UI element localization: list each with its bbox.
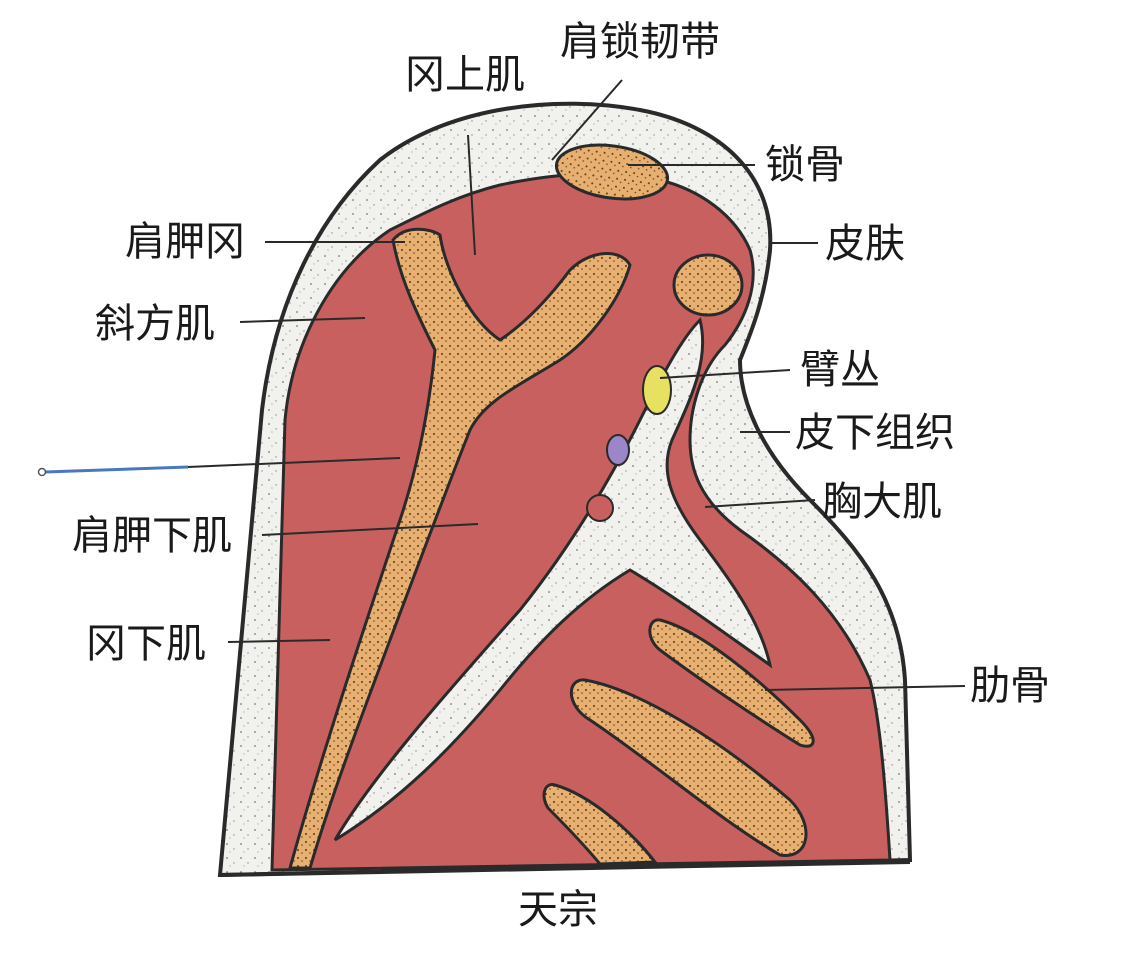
leader-xiong-da-ji — [704, 499, 816, 508]
pointer-dot — [37, 467, 47, 477]
label-xie-fang-ji: 斜方肌 — [95, 301, 215, 347]
humerus-bone — [672, 253, 744, 317]
label-suo-gu: 锁骨 — [765, 142, 845, 188]
label-jian-suo-ren-dai: 肩锁韧带 — [560, 19, 720, 65]
leader-lei-gu — [764, 685, 966, 691]
leader-jian-suo-ren-dai — [551, 79, 623, 161]
scapula-bone — [288, 227, 632, 870]
leader-xie-fang-ji — [239, 317, 366, 323]
label-jian-jia-gang: 肩胛冈 — [125, 219, 245, 265]
clavicle-bone — [554, 143, 670, 201]
label-xiong-da-ji: 胸大肌 — [822, 479, 942, 525]
rib-2 — [569, 678, 808, 857]
blue-pointer — [44, 465, 189, 474]
axilla-fat — [333, 317, 773, 842]
label-pi-fu: 皮肤 — [825, 221, 905, 267]
leader-gang-shang-ji — [467, 134, 476, 256]
label-lei-gu: 肋骨 — [970, 663, 1050, 709]
axillary-vein — [606, 434, 630, 466]
axillary-artery — [586, 494, 614, 522]
label-jian-jia-xia-ji: 肩胛下肌 — [72, 513, 232, 559]
label-pi-xia-zu-zhi: 皮下组织 — [795, 410, 955, 456]
label-gang-shang-ji: 冈上肌 — [405, 52, 525, 98]
label-bi-cong: 臂丛 — [800, 347, 880, 393]
rib-1 — [648, 618, 815, 748]
leader-gang-xia-ji — [227, 639, 331, 643]
caption-tian-zong: 天宗 — [518, 887, 598, 933]
base-line — [219, 860, 911, 877]
label-gang-xia-ji: 冈下肌 — [86, 621, 206, 667]
leader-jian-jia-xia-ji — [261, 523, 479, 536]
leader-lines — [187, 79, 966, 691]
rib-3 — [542, 783, 658, 866]
leader-bi-cong — [659, 369, 791, 379]
brachial-plexus — [642, 365, 672, 415]
leader-infraspinatus-pointer — [187, 457, 401, 468]
